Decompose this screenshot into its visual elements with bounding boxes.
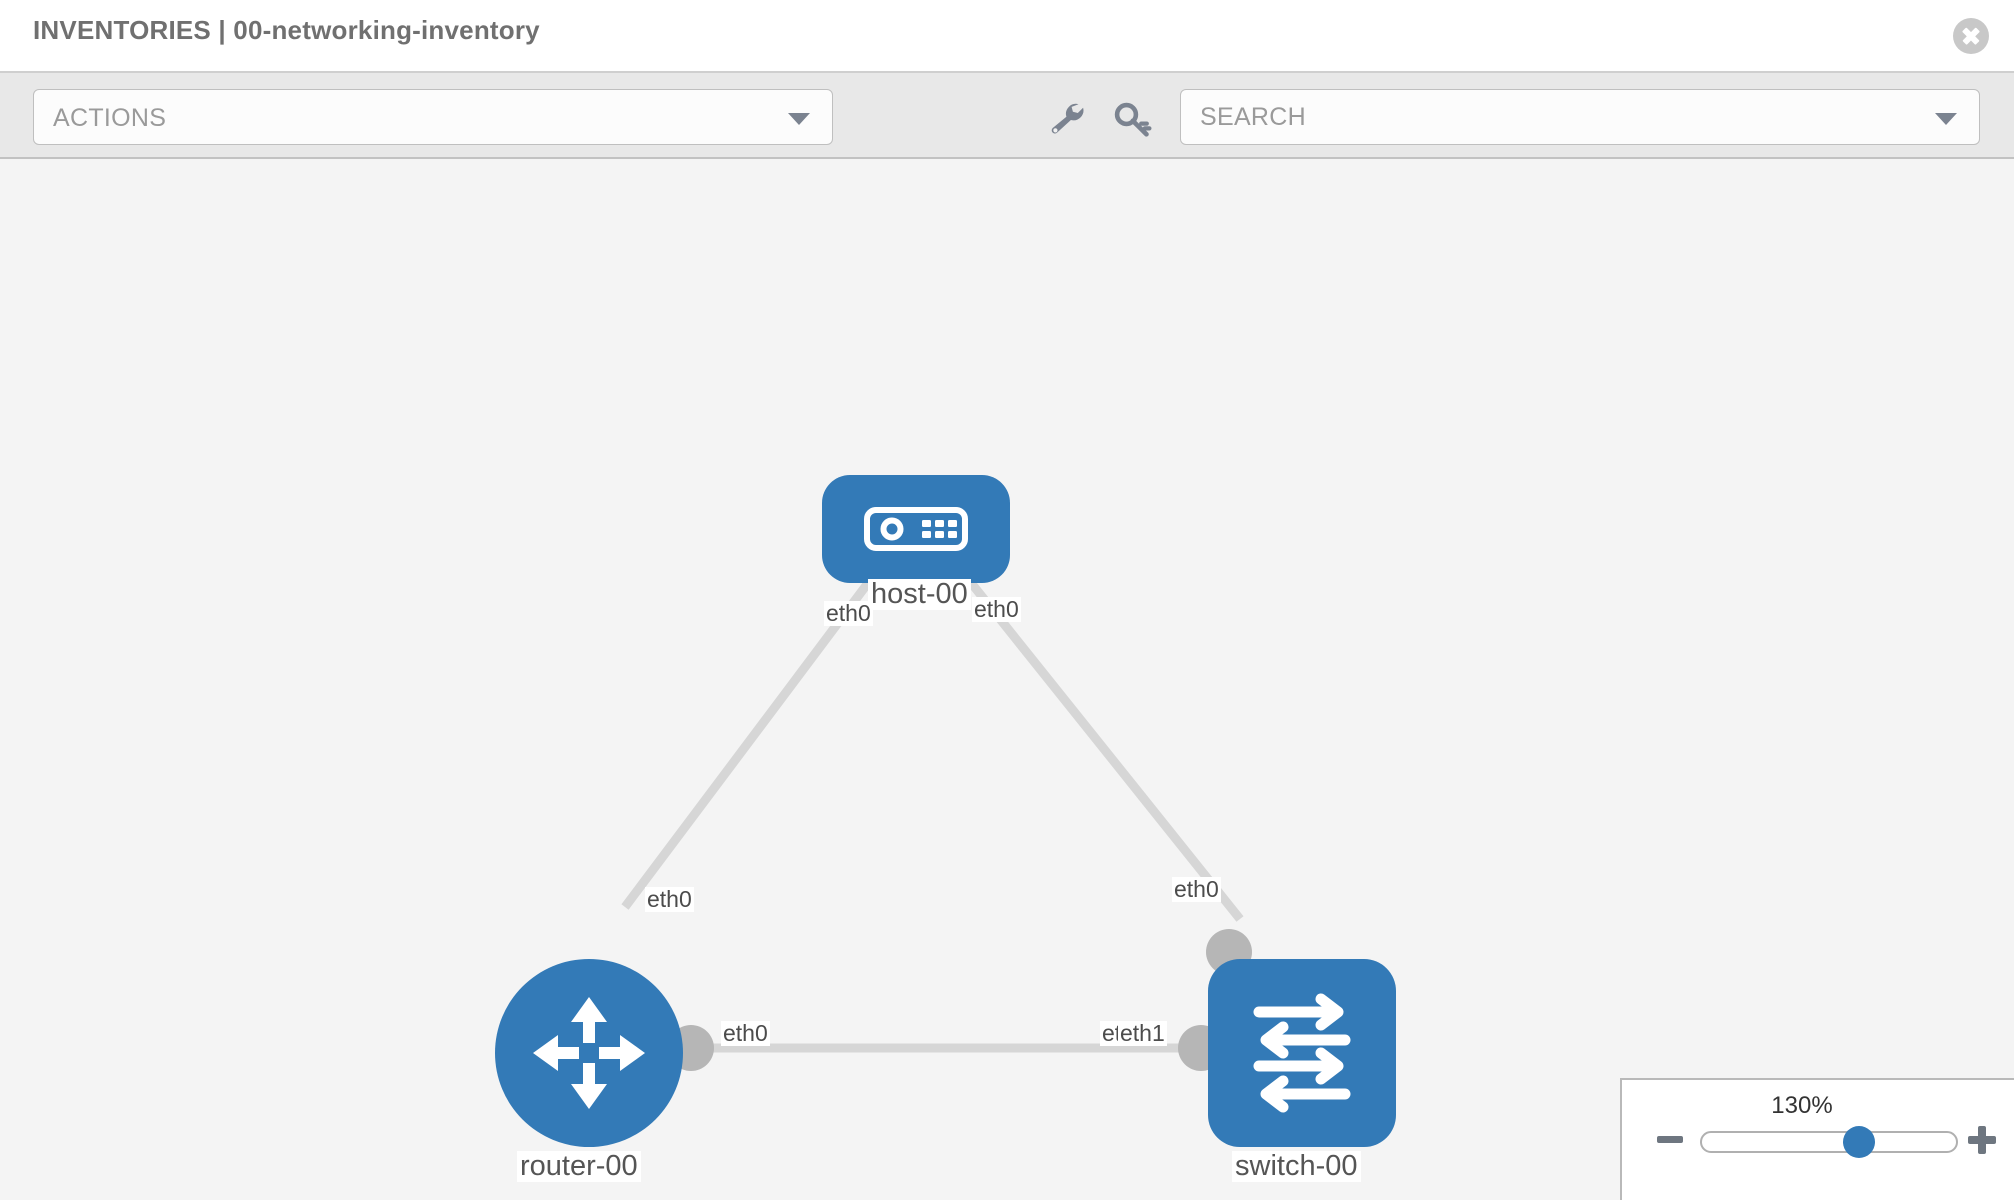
topology-canvas[interactable]: host-00 router-00 — [0, 159, 2014, 1200]
chevron-down-icon — [788, 113, 810, 125]
node-router-00-shape[interactable] — [495, 959, 683, 1147]
page-header: INVENTORIES | 00-networking-inventory — [0, 0, 2014, 71]
edge-label-host-router-dst: eth0 — [645, 886, 694, 912]
node-router-00-label: router-00 — [517, 1150, 641, 1183]
node-host-00-label: host-00 — [868, 578, 971, 611]
chevron-down-icon[interactable] — [1935, 113, 1957, 125]
wrench-icon[interactable] — [1048, 101, 1088, 137]
node-host-00-shape[interactable] — [822, 475, 1010, 583]
edge-label-router-switch-dst: eth1 — [1118, 1020, 1167, 1046]
edge-label-router-switch-src: eth0 — [721, 1020, 770, 1046]
zoom-slider[interactable] — [1700, 1126, 1958, 1158]
close-icon[interactable] — [1953, 18, 1989, 54]
actions-dropdown-label: ACTIONS — [53, 104, 167, 132]
edge-label-host-switch-src: eth0 — [972, 596, 1021, 622]
node-switch-00-label: switch-00 — [1232, 1150, 1361, 1183]
router-arrows-icon — [533, 997, 645, 1109]
topology-edges — [621, 556, 1244, 1053]
plus-icon-vertical — [1978, 1126, 1986, 1154]
switch-arrows-icon — [1253, 993, 1351, 1113]
key-icon[interactable] — [1113, 101, 1153, 137]
search-input[interactable] — [1200, 90, 1900, 144]
zoom-slider-thumb[interactable] — [1843, 1126, 1876, 1158]
minus-icon — [1657, 1136, 1683, 1143]
actions-dropdown[interactable]: ACTIONS — [33, 89, 833, 145]
server-icon — [864, 507, 968, 551]
edge-label-host-router-src: eth0 — [824, 600, 873, 626]
toolbar: ACTIONS — [0, 71, 2014, 159]
node-switch-00-shape[interactable] — [1208, 959, 1396, 1147]
search-box[interactable] — [1180, 89, 1980, 145]
page-title: INVENTORIES | 00-networking-inventory — [33, 15, 540, 45]
zoom-level-label: 130% — [1771, 1092, 1833, 1119]
edge-label-host-switch-dst: eth0 — [1172, 876, 1221, 902]
zoom-control-panel: 130% — [1620, 1078, 2014, 1200]
